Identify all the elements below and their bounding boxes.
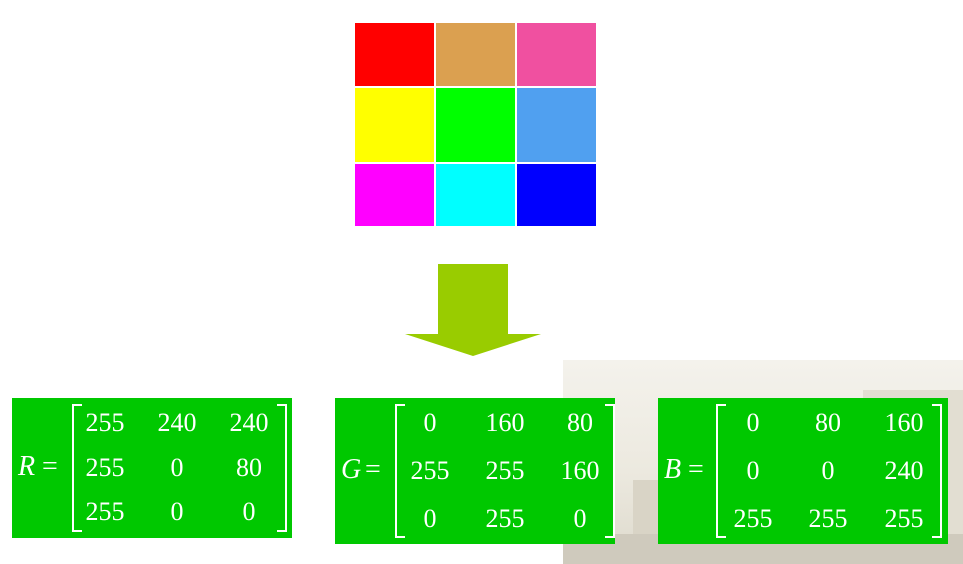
matrix-cell: 0 [242, 497, 256, 526]
equals-sign: = [365, 454, 381, 485]
color-grid-cell [517, 23, 596, 86]
matrix-symbol: B [664, 454, 682, 485]
red-channel-matrix: R = 255 240 240 255 0 80 255 0 0 [12, 398, 292, 538]
color-grid-cell [436, 23, 515, 86]
right-bracket [277, 404, 287, 532]
matrix-symbol: R [18, 451, 36, 482]
right-bracket [605, 404, 615, 538]
matrix-cell: 240 [884, 456, 924, 485]
matrix-cell: 0 [821, 456, 835, 485]
matrix-cell: 0 [423, 504, 437, 533]
color-grid-cell [355, 164, 434, 226]
matrix-cell: 255 [808, 504, 848, 533]
color-grid-cell [436, 164, 515, 226]
matrix-cell: 0 [170, 497, 184, 526]
matrix-cell: 255 [85, 497, 125, 526]
down-arrow-icon [405, 264, 541, 356]
color-grid [355, 23, 596, 228]
matrix-cell: 255 [733, 504, 773, 533]
equals-sign: = [42, 451, 58, 482]
left-bracket [395, 404, 405, 538]
matrix-cell: 0 [746, 456, 760, 485]
green-channel-matrix: G = 0 160 80 255 255 160 0 255 0 [335, 398, 615, 544]
equals-sign: = [688, 454, 704, 485]
matrix-cell: 255 [485, 456, 525, 485]
matrix-cell: 0 [170, 453, 184, 482]
matrix-cell: 0 [746, 408, 760, 437]
right-bracket [932, 404, 942, 538]
matrix-cell: 255 [884, 504, 924, 533]
matrix-cell: 80 [567, 408, 593, 437]
color-grid-cell [436, 88, 515, 162]
matrix-symbol: G [341, 454, 362, 485]
matrix-cell: 255 [85, 408, 125, 437]
matrix-cell: 160 [560, 456, 600, 485]
color-grid-cell [517, 88, 596, 162]
matrix-cell: 0 [573, 504, 587, 533]
matrix-cell: 160 [485, 408, 525, 437]
color-grid-cell [355, 23, 434, 86]
matrix-cell: 0 [423, 408, 437, 437]
color-grid-cell [517, 164, 596, 226]
matrix-cell: 80 [815, 408, 841, 437]
left-bracket [716, 404, 726, 538]
blue-channel-matrix: B = 0 80 160 0 0 240 255 255 255 [658, 398, 948, 544]
color-grid-cell [355, 88, 434, 162]
matrix-cell: 80 [236, 453, 262, 482]
matrix-cell: 255 [85, 453, 125, 482]
matrix-cell: 240 [229, 408, 269, 437]
matrix-cell: 255 [485, 504, 525, 533]
left-bracket [72, 404, 82, 532]
matrix-cell: 160 [884, 408, 924, 437]
matrix-cell: 240 [157, 408, 197, 437]
matrix-cell: 255 [410, 456, 450, 485]
